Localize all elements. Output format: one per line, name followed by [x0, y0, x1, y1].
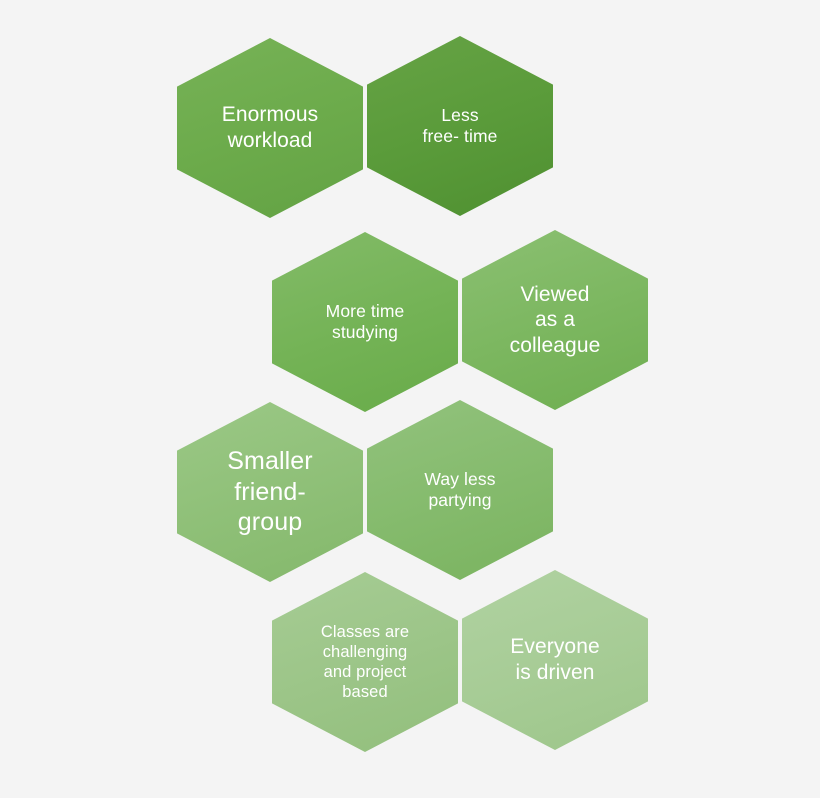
hexagon-way-less-partying[interactable]: Way less partying: [367, 400, 553, 580]
hexagon-classes-are-challenging[interactable]: Classes are challenging and project base…: [272, 572, 458, 752]
hexagon-smaller-friend-group[interactable]: Smaller friend- group: [177, 402, 363, 582]
hexagon-label: Enormous workload: [221, 103, 319, 152]
hexagon-everyone-is-driven[interactable]: Everyone is driven: [462, 570, 648, 750]
hexagon-viewed-as-a-colleague[interactable]: Viewed as a colleague: [462, 230, 648, 410]
hexagon-label: Way less partying: [424, 468, 496, 510]
hexagon-label: Less free- time: [422, 104, 498, 146]
hexagon-label: Viewed as a colleague: [509, 282, 601, 357]
hexagon-enormous-workload[interactable]: Enormous workload: [177, 38, 363, 218]
hexagon-label: Everyone is driven: [510, 635, 600, 684]
hexagon-less-free-time[interactable]: Less free- time: [367, 36, 553, 216]
hexagon-more-time-studying[interactable]: More time studying: [272, 232, 458, 412]
hexagon-label: More time studying: [325, 300, 405, 342]
hexagon-label: Classes are challenging and project base…: [320, 622, 410, 702]
hexagon-label: Smaller friend- group: [227, 447, 313, 537]
